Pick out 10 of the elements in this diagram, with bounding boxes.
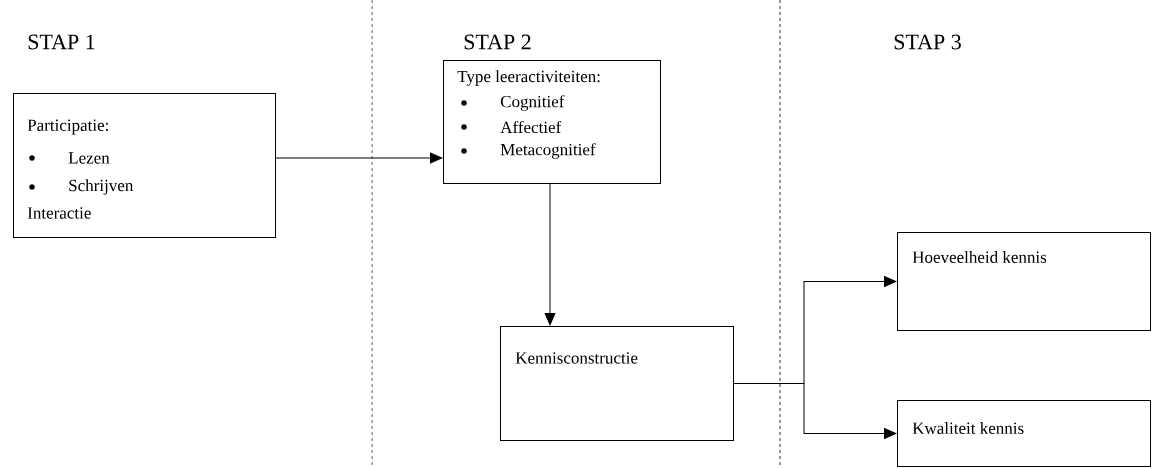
- process-box: Hoeveelheid kennis: [897, 232, 1151, 331]
- process-box: Kennisconstructie: [500, 326, 734, 441]
- arrow: [544, 183, 556, 326]
- process-box: Kwaliteit kennis: [897, 400, 1151, 467]
- arrow: [733, 383, 897, 439]
- process-box: Participatie: Lezen Schrijven Interactie: [13, 93, 276, 238]
- step-label: STAP 1: [28, 34, 95, 50]
- step-label: STAP 3: [894, 34, 961, 50]
- arrow: [275, 152, 443, 164]
- process-box: Type leeractiviteiten: Cognitief Affectief Metacognitief: [443, 60, 661, 184]
